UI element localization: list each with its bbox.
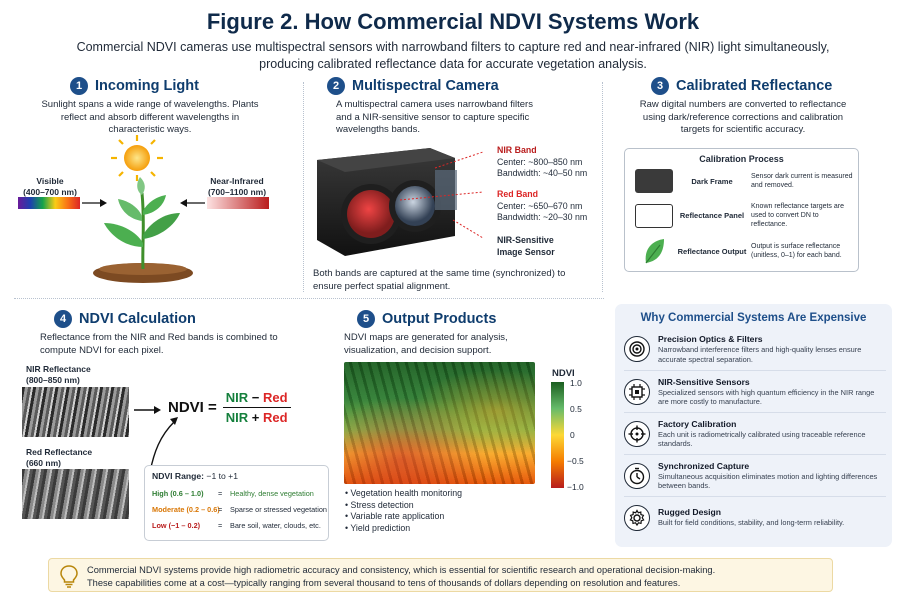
range-row-low: Low (−1 – 0.2)=Bare soil, water, clouds,… — [152, 521, 321, 530]
ndvi-legend-title: NDVI — [552, 368, 575, 379]
section-title: NDVI Calculation — [79, 311, 196, 327]
section-output-heading: 5 Output Products — [357, 310, 496, 328]
ndvi-calc-text: Reflectance from the NIR and Red bands i… — [40, 332, 278, 356]
legend-tick: 0.5 — [570, 404, 582, 414]
ndvi-colorbar — [551, 382, 564, 488]
reflectance-panel-icon — [635, 203, 673, 228]
legend-tick: −0.5 — [567, 456, 584, 466]
calibration-text: Raw digital numbers are converted to ref… — [639, 99, 847, 135]
section-title: Calibrated Reflectance — [676, 78, 833, 94]
formula-fraction: NIR − Red NIR + Red — [222, 390, 291, 425]
sensor-label: NIR-Sensitive Image Sensor — [497, 235, 555, 257]
section-title: Multispectral Camera — [352, 78, 499, 94]
nir-label: Near-Infrared(700–1100 nm) — [207, 176, 267, 197]
chip-icon — [624, 378, 650, 405]
figure-title: Figure 2. How Commercial NDVI Systems Wo… — [206, 9, 700, 34]
image-sensor — [435, 170, 457, 210]
camera-text: A multispectral camera uses narrowband f… — [336, 99, 533, 135]
footer-text: Commercial NDVI systems provide high rad… — [87, 565, 716, 588]
ndvi-range-title: NDVI Range: −1 to +1 — [152, 471, 238, 481]
nir-spectrum-bar — [207, 197, 269, 209]
nir-band-label: NIR Band Center: ~800–850 nm Bandwidth: … — [497, 145, 588, 178]
timer-icon — [624, 462, 650, 489]
list-item: Stress detection — [345, 500, 462, 512]
visible-label: Visible(400–700 nm) — [23, 176, 77, 197]
range-row-high: High (0.6 – 1.0)=Healthy, dense vegetati… — [152, 489, 314, 498]
red-reflectance-label: Red Reflectance(660 nm) — [26, 447, 93, 468]
list-item: Variable rate application — [345, 511, 462, 523]
section-title: Incoming Light — [95, 78, 199, 94]
list-item: Vegetation health monitoring — [345, 488, 463, 500]
step-number: 4 — [54, 310, 72, 328]
ndvi-range-box: NDVI Range: −1 to +1 High (0.6 – 1.0)=He… — [144, 465, 329, 541]
plant-illustration — [18, 135, 269, 283]
ndvi-map-image — [344, 362, 535, 484]
red-band-label: Red Band Center: ~650–670 nm Bandwidth: … — [497, 189, 588, 222]
range-row-moderate: Moderate (0.2 – 0.6)=Sparse or stressed … — [152, 505, 327, 514]
crosshair-icon — [624, 420, 650, 447]
section-camera-heading: 2 Multispectral Camera — [327, 77, 499, 95]
why-expensive-panel: Why Commercial Systems Are Expensive Pre… — [615, 304, 892, 547]
section-title: Output Products — [382, 311, 497, 327]
calibration-row-dark-frame: Dark Frame Sensor dark current is measur… — [635, 169, 855, 193]
sun-icon — [111, 135, 163, 181]
camera-caption: Both bands are captured at the same time… — [313, 268, 566, 292]
footer-note: Commercial NDVI systems provide high rad… — [48, 558, 833, 592]
step-number: 3 — [651, 77, 669, 95]
separator — [14, 298, 604, 299]
section-ndvi-heading: 4 NDVI Calculation — [54, 310, 196, 328]
camera-illustration — [317, 148, 484, 256]
why-expensive-title: Why Commercial Systems Are Expensive — [640, 312, 867, 324]
nir-reflectance-image — [22, 387, 129, 437]
calibration-box-title: Calibration Process — [699, 154, 784, 164]
incoming-light-text: Sunlight spans a wide range of wavelengt… — [41, 99, 259, 135]
calibration-process-box: Calibration Process Dark Frame Sensor da… — [624, 148, 859, 272]
output-text: NDVI maps are generated for analysis, vi… — [344, 332, 508, 356]
legend-tick: 1.0 — [570, 378, 582, 388]
legend-tick: 0 — [570, 430, 575, 440]
step-number: 5 — [357, 310, 375, 328]
leaf-icon — [635, 237, 673, 265]
calibration-row-reflectance-panel: Reflectance Panel Known reflectance targ… — [635, 202, 855, 229]
separator — [303, 82, 304, 292]
figure-subtitle: Commercial NDVI cameras use multispectra… — [76, 40, 830, 71]
legend-tick: −1.0 — [567, 482, 584, 492]
dark-frame-icon — [635, 169, 673, 193]
calibration-row-reflectance-output: Reflectance Output Output is surface ref… — [635, 237, 855, 265]
nir-reflectance-label: NIR Reflectance(800–850 nm) — [26, 364, 91, 385]
list-item: Yield prediction — [345, 523, 462, 535]
step-number: 2 — [327, 77, 345, 95]
output-uses-list: Vegetation health monitoring Stress dete… — [345, 488, 462, 534]
formula-lhs: NDVI = — [168, 399, 217, 416]
lightbulb-icon — [59, 564, 79, 593]
visible-spectrum-bar — [18, 197, 80, 209]
ndvi-formula: NDVI = NIR − Red NIR + Red — [168, 390, 291, 425]
gear-icon — [624, 504, 650, 531]
separator — [602, 82, 603, 292]
red-reflectance-image — [22, 469, 129, 519]
lens-icon — [624, 336, 650, 362]
section-incoming-light-heading: 1 Incoming Light — [70, 77, 199, 95]
section-calibration-heading: 3 Calibrated Reflectance — [651, 77, 832, 95]
step-number: 1 — [70, 77, 88, 95]
